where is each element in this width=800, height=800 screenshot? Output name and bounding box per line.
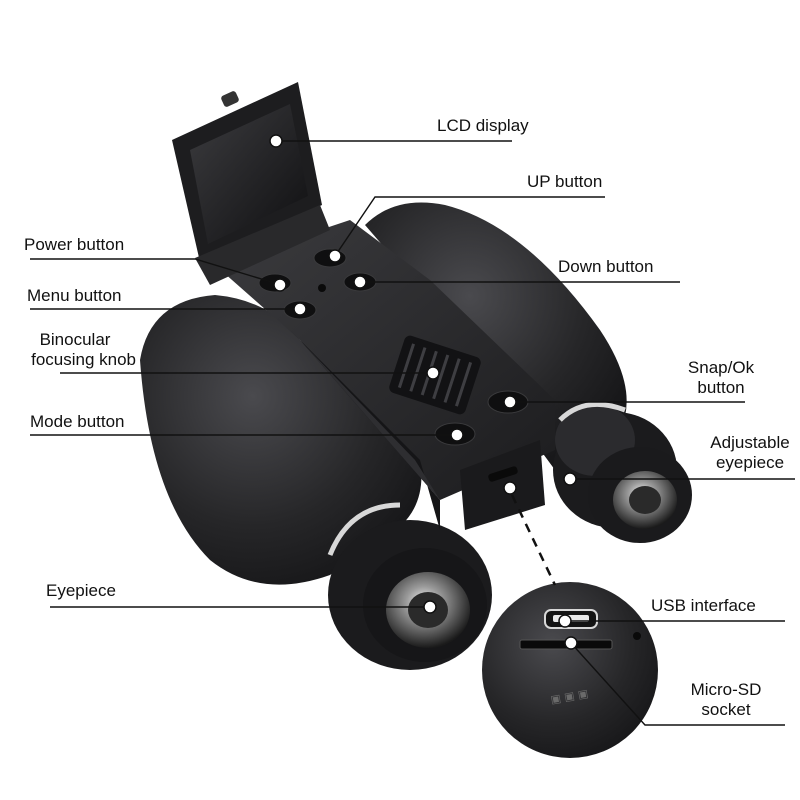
marker-eyepiece	[423, 600, 437, 614]
label-mode-button: Mode button	[30, 412, 125, 431]
leader-micro-sd-socket	[570, 642, 785, 726]
label-power-button: Power button	[24, 235, 125, 254]
marker-down-button	[353, 275, 367, 289]
label-down-button: Down button	[558, 257, 654, 276]
marker-usb-interface	[558, 614, 572, 628]
left-barrel	[140, 295, 492, 670]
label-micro-sd-socket: Micro-SD socket	[690, 680, 762, 719]
label-menu-button: Menu button	[27, 286, 122, 305]
inset-connector	[510, 494, 557, 586]
marker-power-button	[273, 278, 287, 292]
label-up-button: UP button	[527, 172, 603, 191]
label-focusing-knob: Binocular focusing knob	[31, 330, 136, 369]
label-adjustable-eyepiece: Adjustable eyepiece	[710, 433, 790, 472]
label-eyepiece: Eyepiece	[46, 581, 116, 600]
marker-adjustable-eyepiece	[563, 472, 577, 486]
lcd-screen-assembly	[172, 82, 330, 285]
right-barrel	[365, 202, 692, 543]
port-inset: ▣ ▣ ▣	[482, 582, 658, 758]
marker-up-button	[328, 249, 342, 263]
label-lcd-display: LCD display	[437, 116, 529, 135]
label-snap-ok-button: Snap/Ok button	[687, 358, 755, 397]
callout-lines	[30, 140, 795, 726]
marker-usb-port	[503, 481, 517, 495]
marker-snap-ok-button	[503, 395, 517, 409]
leader-up-button	[334, 196, 605, 257]
marker-micro-sd-socket	[564, 636, 578, 650]
markers	[269, 134, 578, 650]
leader-power-button	[30, 258, 279, 285]
marker-menu-button	[293, 302, 307, 316]
marker-lcd-display	[269, 134, 283, 148]
marker-focusing-knob	[426, 366, 440, 380]
marker-mode-button	[450, 428, 464, 442]
label-usb-interface: USB interface	[651, 596, 756, 615]
